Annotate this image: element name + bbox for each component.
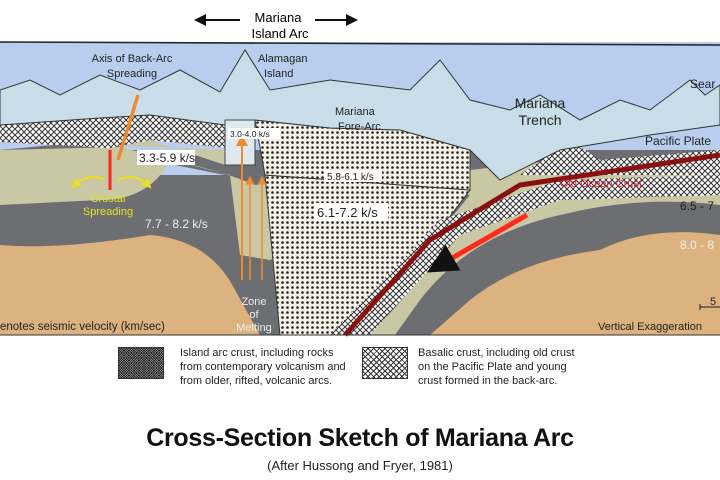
seamount-label: Sear — [690, 77, 715, 91]
trench-label: Mariana — [515, 95, 566, 111]
velocity-label: 5.8-6.1 k/s — [327, 172, 374, 183]
pacific-plate-label: Pacific Plate — [645, 134, 711, 148]
page-title: Cross-Section Sketch of Mariana Arc — [146, 424, 574, 452]
subduction-arrow — [426, 212, 529, 273]
legend-swatch-hatch — [362, 347, 408, 379]
forearc-label: Mariana — [335, 106, 376, 118]
cross-section-diagram: Mariana Island Arc Axis of Back-Arc Spre… — [0, 10, 720, 337]
velocity-label: 8.0 - 8 — [680, 238, 714, 252]
spreading-axis — [116, 94, 140, 161]
legend-basalt: Basalic crust, including old crust on th… — [418, 347, 575, 387]
zone-of-melting-label: Zone — [241, 296, 266, 308]
svg-text:of: of — [249, 309, 259, 321]
arc-label: Mariana — [255, 10, 303, 25]
subtitle: (After Hussong and Fryer, 1981) — [267, 458, 453, 473]
alamagan-label: Alamagan — [258, 53, 308, 65]
backarc-basalt — [0, 115, 228, 148]
sediment-mountains — [0, 49, 720, 181]
old-ocean-crust-label: Old Ocean Crust — [560, 178, 642, 190]
legend-island-arc: Island arc crust, including rocks from c… — [180, 347, 346, 387]
scale-bar-label: 5 — [710, 296, 716, 308]
axis-label: Axis of Back-Arc — [92, 53, 173, 65]
svg-text:Spreading: Spreading — [107, 68, 157, 80]
velocity-label: 6.5 - 7 — [680, 199, 714, 213]
arc-label-2: Island Arc — [251, 26, 309, 41]
svg-text:Spreading: Spreading — [83, 206, 133, 218]
velocity-label: 6.1-7.2 k/s — [317, 205, 378, 220]
velocity-label: 7.7 - 8.2 k/s — [145, 217, 208, 231]
velocity-label: 3.3-5.9 k/s — [139, 151, 195, 165]
velocity-label: 3.0-4.0 k/s — [230, 129, 270, 139]
svg-text:Melting: Melting — [236, 322, 271, 334]
subducting-slab — [330, 175, 720, 335]
svg-text:Trench: Trench — [518, 112, 561, 128]
seismic-note: enotes seismic velocity (km/sec) — [0, 321, 165, 333]
svg-text:Fore-Arc: Fore-Arc — [338, 121, 381, 133]
crustal-spreading-label: Crustal — [91, 193, 126, 205]
svg-text:Island: Island — [264, 68, 293, 80]
legend-swatch-dots — [118, 347, 164, 379]
vertical-exaggeration-label: Vertical Exaggeration — [598, 321, 702, 333]
